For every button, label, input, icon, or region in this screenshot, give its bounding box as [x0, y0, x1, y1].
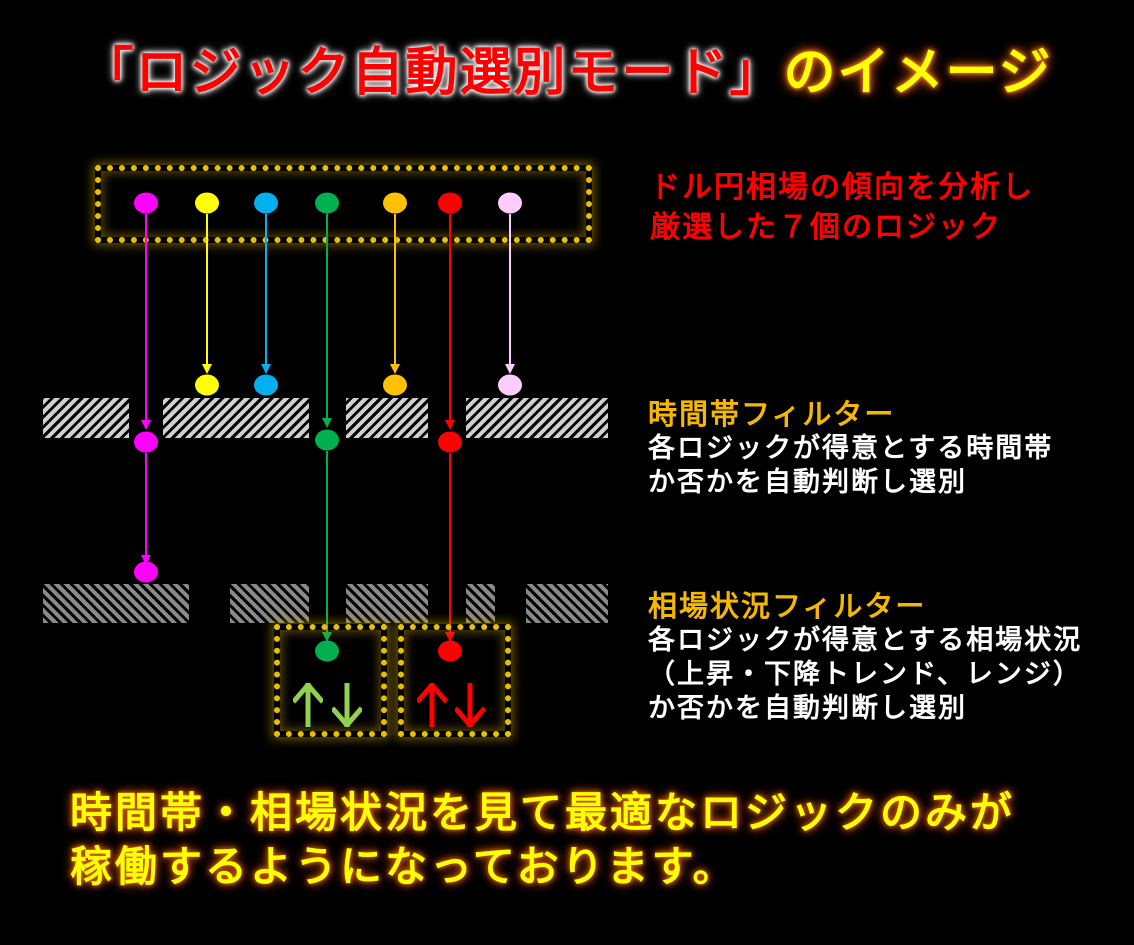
logic-dot-orange — [383, 192, 407, 214]
logic-description-line2: 厳選した７個のロジック — [650, 210, 1002, 245]
market-filter-desc-3: か否かを自動判断し選別 — [648, 693, 967, 724]
blocked-dot-pink — [498, 374, 522, 396]
market-filter-desc-1: 各ロジックが得意とする相場状況 — [648, 625, 1083, 656]
arrowhead-blue — [261, 364, 271, 374]
result-dot-green — [315, 640, 339, 662]
blocked-dot-magenta — [134, 561, 158, 583]
time-filter-heading: 時間帯フィルター — [648, 397, 896, 431]
flow-line-yellow — [206, 214, 208, 366]
conclusion-line2: 稼働するようになっております。 — [70, 842, 738, 891]
arrow-down-icon — [455, 683, 485, 727]
market-filter-block — [43, 584, 189, 623]
passed-dot-magenta — [134, 431, 158, 453]
title-main: 「ロジック自動選別モード」 — [81, 43, 784, 103]
flow-line-pink — [509, 214, 511, 366]
arrowhead-orange — [390, 364, 400, 374]
arrowhead-green-2 — [322, 632, 332, 642]
arrowhead-red — [445, 420, 455, 430]
time-filter-desc-1: 各ロジックが得意とする時間帯 — [648, 433, 1054, 464]
time-filter-block — [346, 398, 428, 438]
time-filter-block — [43, 398, 129, 438]
result-dot-red — [438, 640, 462, 662]
arrowhead-red-2 — [445, 632, 455, 642]
arrow-up-icon — [417, 683, 447, 727]
time-filter-block — [466, 398, 608, 438]
logic-description-line1: ドル円相場の傾向を分析し — [650, 170, 1034, 205]
logic-dot-magenta — [134, 192, 158, 214]
logic-dot-green — [315, 192, 339, 214]
flow-line-red-2 — [449, 453, 451, 641]
market-filter-block — [466, 584, 495, 623]
result-box-red — [398, 624, 511, 737]
logic-dot-pink — [498, 192, 522, 214]
logic-dot-yellow — [195, 192, 219, 214]
flow-line-green-2 — [326, 451, 328, 641]
conclusion-line1: 時間帯・相場状況を見て最適なロジックのみが — [70, 788, 1016, 837]
logic-dot-blue — [254, 192, 278, 214]
flow-line-green — [326, 214, 328, 420]
market-filter-label: 相場状況フィルター 各ロジックが得意とする相場状況 （上昇・下降トレンド、レンジ… — [648, 588, 1082, 726]
time-filter-block — [163, 398, 309, 438]
arrowhead-magenta — [141, 420, 151, 430]
page-title: 「ロジック自動選別モード」のイメージ — [0, 30, 1134, 105]
arrow-up-icon — [293, 683, 323, 727]
arrowhead-pink — [505, 364, 515, 374]
market-filter-block — [230, 584, 309, 623]
flow-line-magenta — [145, 214, 147, 422]
blocked-dot-blue — [254, 374, 278, 396]
market-filter-block — [346, 584, 428, 623]
arrowhead-magenta-2 — [141, 555, 151, 565]
passed-dot-red — [438, 431, 462, 453]
passed-dot-green — [315, 429, 339, 451]
logic-pool-box — [95, 165, 592, 243]
market-filter-desc-2: （上昇・下降トレンド、レンジ） — [648, 659, 1082, 690]
flow-line-magenta-2 — [145, 453, 147, 557]
market-filter-block — [526, 584, 608, 623]
time-filter-label: 時間帯フィルター 各ロジックが得意とする時間帯 か否かを自動判断し選別 — [648, 396, 1053, 500]
logic-dot-red — [438, 192, 462, 214]
conclusion-text: 時間帯・相場状況を見て最適なロジックのみが 稼働するようになっております。 — [70, 786, 1015, 894]
flow-line-orange — [394, 214, 396, 366]
flow-line-blue — [265, 214, 267, 366]
logic-description: ドル円相場の傾向を分析し 厳選した７個のロジック — [650, 168, 1034, 248]
blocked-dot-orange — [383, 374, 407, 396]
blocked-dot-yellow — [195, 374, 219, 396]
market-filter-heading: 相場状況フィルター — [648, 589, 927, 623]
result-box-green — [274, 624, 387, 737]
title-suffix: のイメージ — [783, 43, 1053, 103]
arrowhead-yellow — [202, 364, 212, 374]
arrow-down-icon — [332, 683, 362, 727]
flow-line-red — [449, 214, 451, 422]
time-filter-desc-2: か否かを自動判断し選別 — [648, 467, 967, 498]
arrowhead-green — [322, 418, 332, 428]
